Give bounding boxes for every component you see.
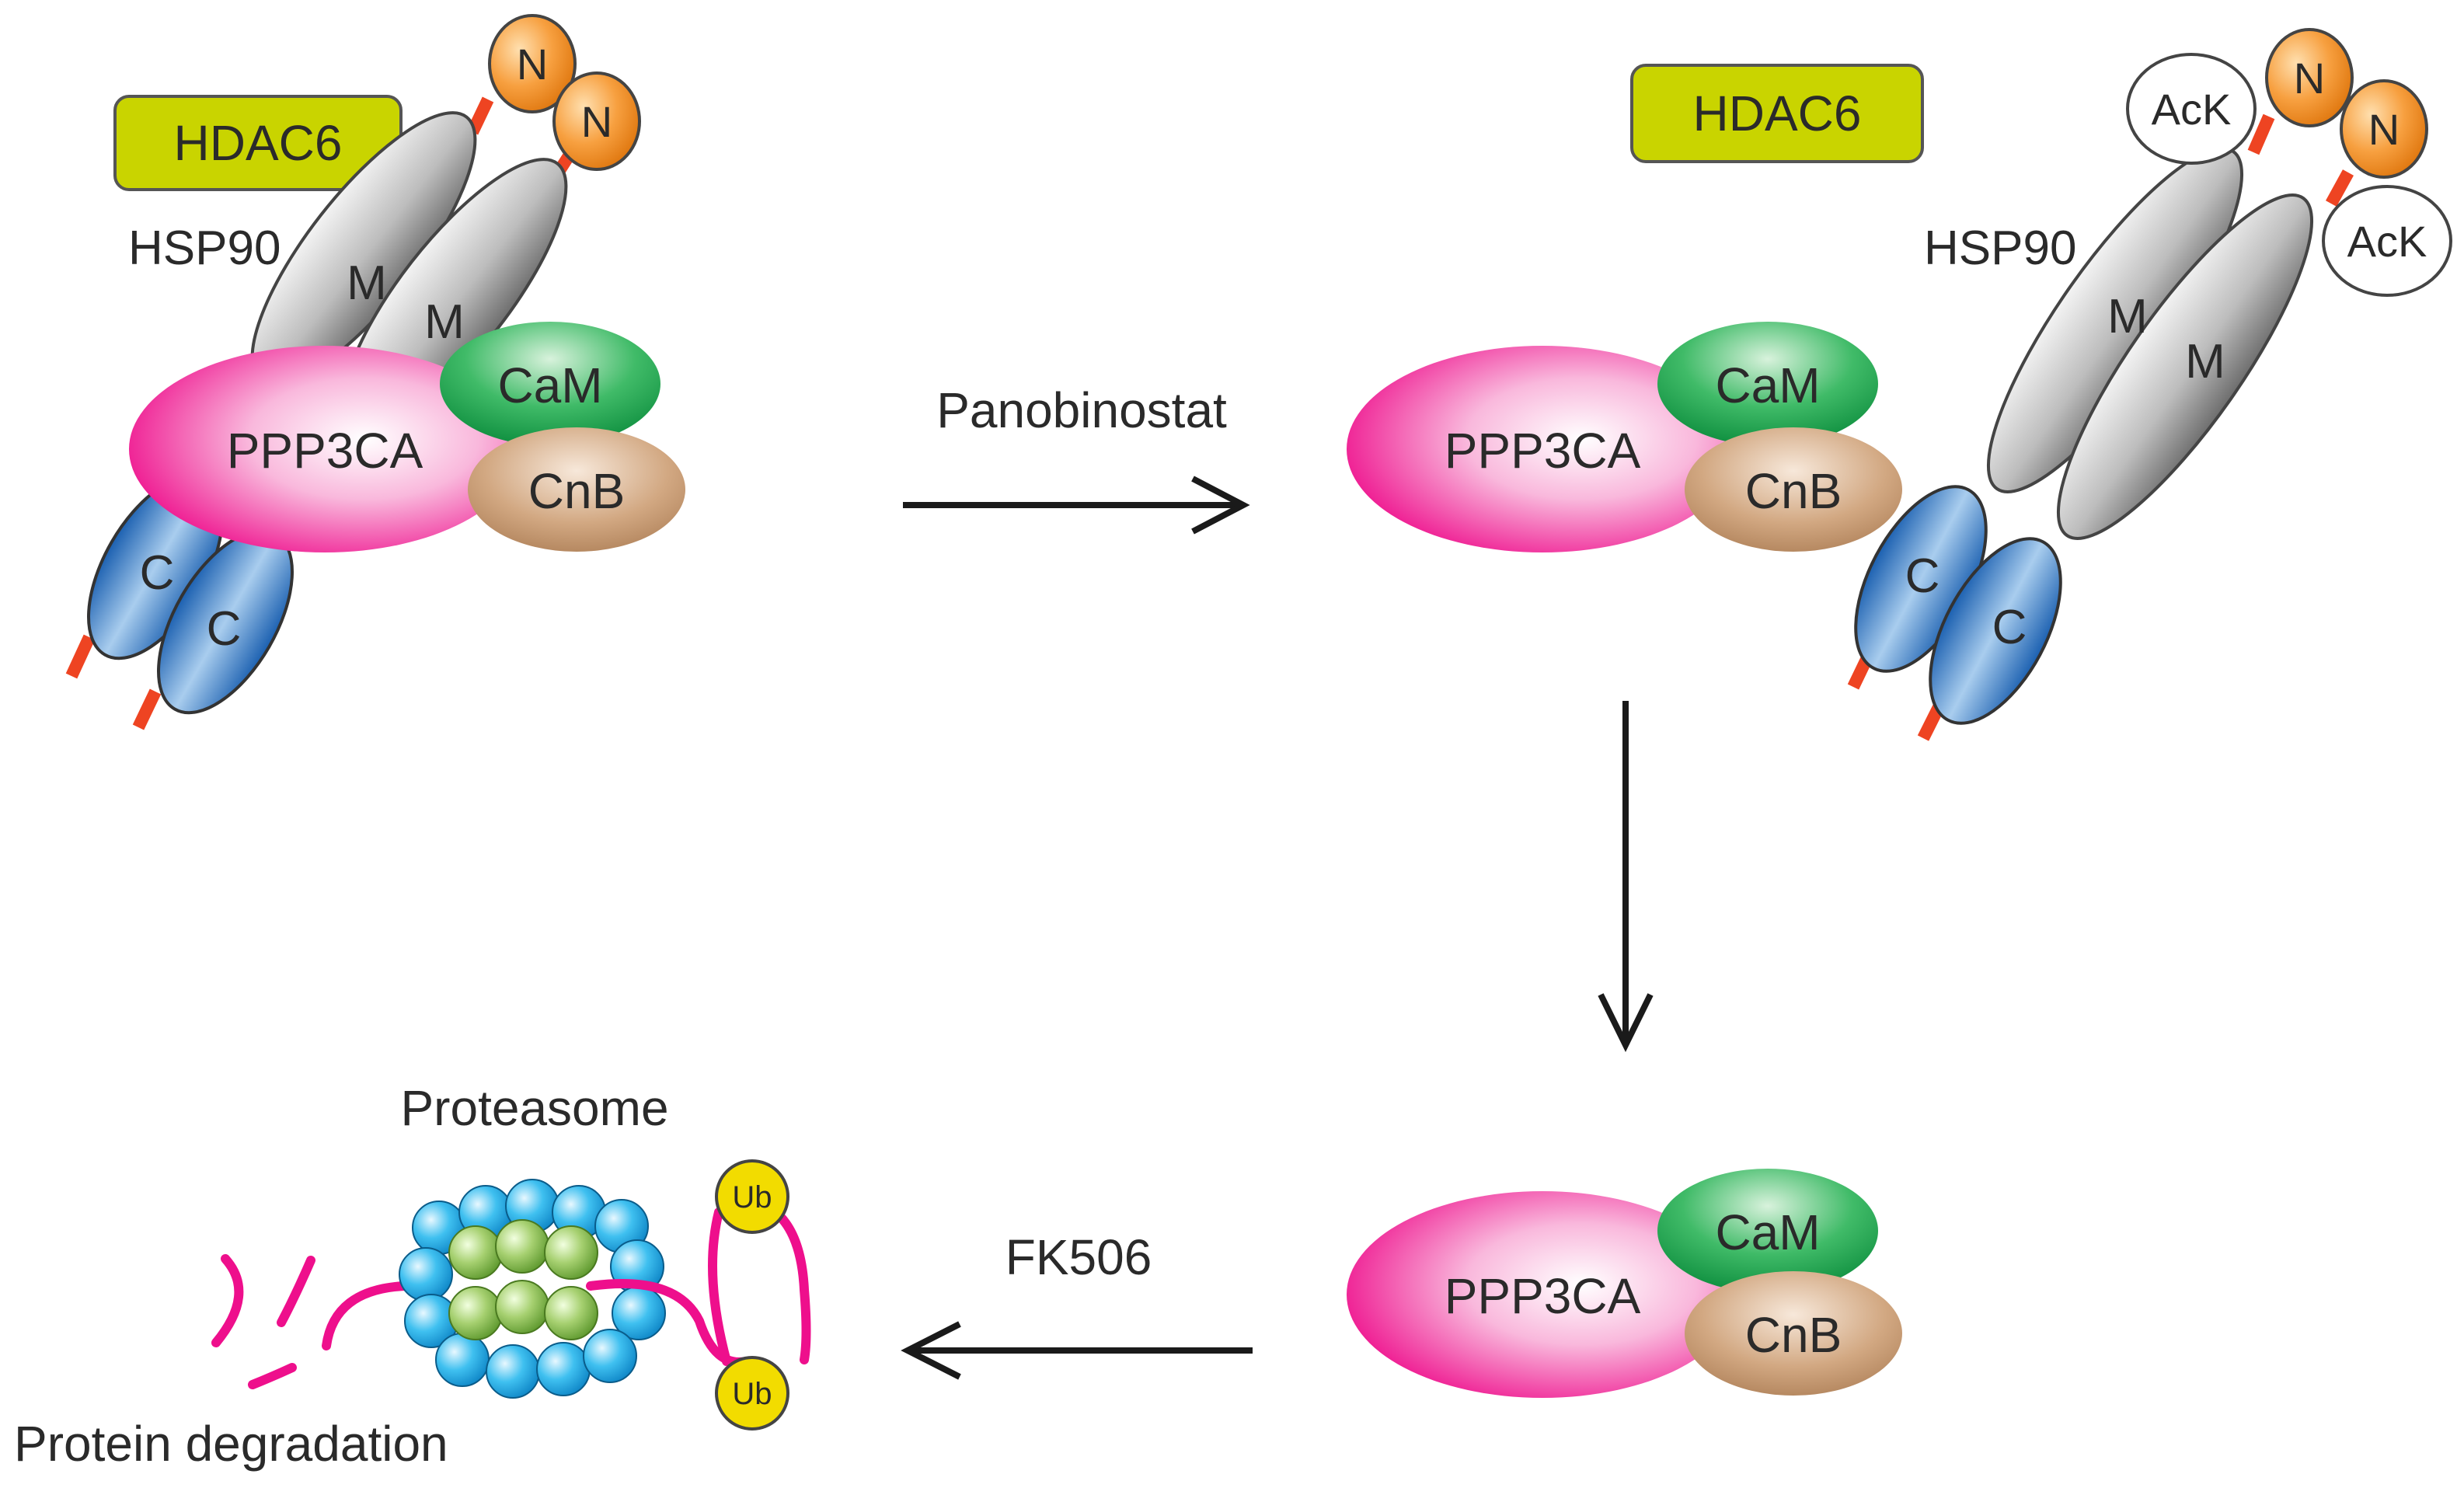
proteasome-subunit (486, 1344, 540, 1399)
m-domain-label: M (2107, 290, 2148, 343)
hdac6-label: HDAC6 (174, 115, 343, 171)
panobinostat-label: Panobinostat (936, 382, 1227, 438)
ppp3ca-label: PPP3CA (227, 423, 423, 479)
c-linker (132, 688, 162, 730)
cnb-label: CnB (1745, 463, 1842, 519)
hsp90-n-domain (488, 14, 577, 113)
c-domain-label: C (140, 546, 175, 600)
peptide-fragment (248, 1363, 297, 1389)
panel-2-complex: HDAC6 HSP90 PPP3CA CaM CnB M M C C N N A… (1347, 28, 2452, 741)
ppp3ca-ellipse (1347, 1191, 1738, 1398)
cam-label: CaM (1715, 357, 1820, 413)
panel-4-degradation: Proteasome (14, 1080, 811, 1472)
n-domain-label: N (2294, 54, 2325, 103)
hdac6-box (1630, 64, 1924, 163)
proteasome-label: Proteasome (400, 1080, 668, 1136)
proteasome-subunit (583, 1329, 637, 1383)
peptide-fragment (277, 1256, 315, 1327)
c-linker (65, 634, 96, 679)
proteasome-subunit (495, 1280, 549, 1334)
hsp90-n-domain (2265, 28, 2354, 127)
m-domain-label: M (424, 295, 465, 349)
n-domain-label: N (2368, 105, 2400, 154)
ppp3ca-ellipse (1347, 346, 1738, 552)
hsp90-n-domain (552, 71, 641, 171)
ack-circle (2126, 53, 2257, 165)
ppp3ca-label: PPP3CA (1445, 1268, 1641, 1324)
proteasome-subunit (536, 1342, 591, 1396)
cam-label: CaM (497, 357, 602, 413)
hsp90-label: HSP90 (1924, 221, 2076, 275)
proteasome-spheres (399, 1179, 666, 1399)
hsp90-c-domain (1929, 537, 2062, 725)
m-domain-label: M (2185, 335, 2225, 389)
cnb-ellipse (468, 427, 685, 552)
ppp3ca-ellipse (129, 346, 521, 552)
proteasome-subunit (399, 1247, 453, 1302)
hsp90-label: HSP90 (128, 221, 281, 275)
cnb-label: CnB (1745, 1307, 1842, 1363)
proteasome-subunit (435, 1333, 490, 1387)
panel-3-complex: PPP3CA CaM CnB (1347, 1169, 1902, 1398)
n-linker (466, 96, 494, 135)
arrow-panobinostat: Panobinostat (903, 382, 1250, 535)
cam-ellipse (440, 322, 660, 446)
c-domain-label: C (1992, 601, 2027, 654)
peptide-fragment (322, 1281, 409, 1350)
ubiquitin (715, 1356, 789, 1431)
panel-1-complex: HDAC6 HSP90 M M C C N N PPP3CA CaM CnB (65, 14, 685, 730)
ack-circle (2322, 185, 2452, 297)
ubiquitin (715, 1159, 789, 1234)
hsp90-n-domain (2340, 79, 2428, 179)
ub-label: Ub (732, 1180, 772, 1214)
hdac6-label: HDAC6 (1693, 85, 1862, 141)
cnb-ellipse (1685, 427, 1902, 552)
n-domain-label: N (517, 40, 548, 89)
cnb-label: CnB (528, 463, 626, 519)
proteasome-subunit (544, 1286, 598, 1340)
ppp3ca-label: PPP3CA (1445, 423, 1641, 479)
arrow-fk506: FK506 (901, 1229, 1253, 1380)
fk506-label: FK506 (1005, 1229, 1152, 1285)
protein-degradation-label: Protein degradation (14, 1416, 448, 1472)
cam-label: CaM (1715, 1204, 1820, 1260)
ack-label: AcK (2152, 85, 2232, 134)
m-domain-label: M (347, 256, 387, 310)
peptide-fragment (211, 1254, 244, 1347)
n-domain-label: N (581, 97, 612, 146)
ub-label: Ub (732, 1377, 772, 1411)
proteasome-subunit (495, 1219, 549, 1274)
n-linker (2247, 113, 2275, 155)
cnb-ellipse (1685, 1271, 1902, 1396)
arrow-down (1598, 701, 1654, 1053)
c-domain-label: C (1905, 549, 1940, 603)
proteasome-subunit (448, 1286, 503, 1340)
n-linker (2325, 169, 2354, 207)
ack-label: AcK (2347, 217, 2427, 266)
proteasome-subunit (544, 1225, 598, 1280)
c-domain-label: C (207, 602, 242, 656)
cam-ellipse (1657, 1169, 1878, 1293)
cam-ellipse (1657, 322, 1878, 446)
hsp90-m-domain (2056, 193, 2314, 540)
proteasome-subunit (448, 1225, 503, 1280)
